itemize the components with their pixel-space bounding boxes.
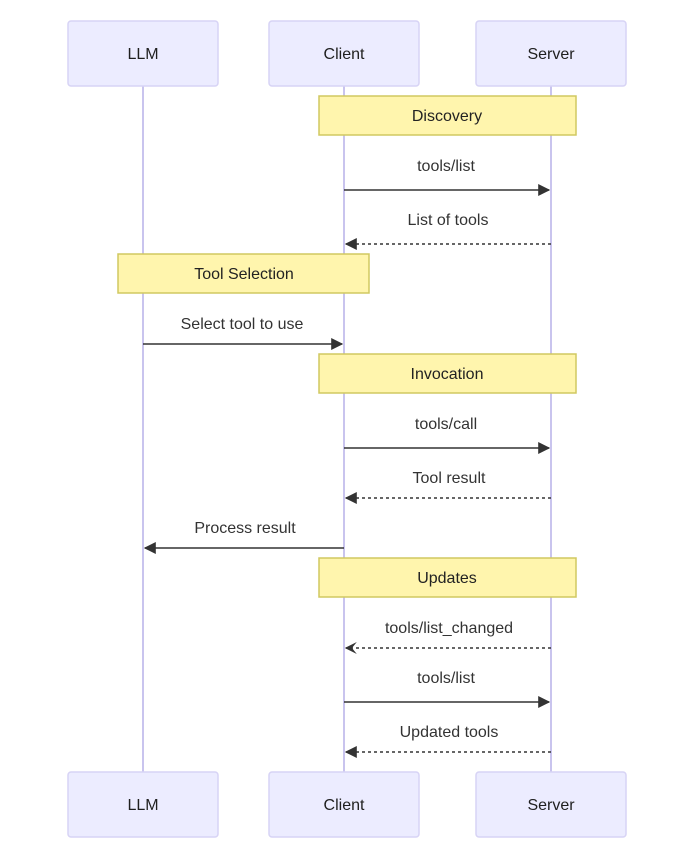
actor-server-bottom: Server <box>475 771 627 838</box>
message-list-changed-label: tools/list_changed <box>385 620 513 637</box>
message-tools-list-2-label: tools/list <box>417 670 475 687</box>
message-tool-result-label: Tool result <box>413 470 486 487</box>
actor-llm-bottom: LLM <box>67 771 219 838</box>
actor-client-bottom-label: Client <box>324 797 365 814</box>
message-select-tool-label: Select tool to use <box>181 316 304 333</box>
note-discovery-label: Discovery <box>412 108 482 125</box>
note-invocation-label: Invocation <box>411 366 484 383</box>
actor-server-bottom-label: Server <box>527 797 575 814</box>
note-tool-selection-label: Tool Selection <box>194 266 294 283</box>
note-updates: Updates <box>318 557 577 598</box>
message-updated-tools-label: Updated tools <box>400 724 499 741</box>
actor-client-label: Client <box>324 46 365 63</box>
note-invocation: Invocation <box>318 353 577 394</box>
message-tools-call-label: tools/call <box>415 416 477 433</box>
message-list-of-tools-label: List of tools <box>408 212 489 229</box>
actor-client-bottom: Client <box>268 771 420 838</box>
actor-server-top: Server <box>475 20 627 87</box>
message-process-result-label: Process result <box>194 520 296 537</box>
note-tool-selection: Tool Selection <box>117 253 370 294</box>
actor-llm-top: LLM <box>67 20 219 87</box>
actor-client-top: Client <box>268 20 420 87</box>
actor-server-label: Server <box>527 46 575 63</box>
actor-llm-label: LLM <box>127 46 158 63</box>
note-discovery: Discovery <box>318 95 577 136</box>
message-tools-list-label: tools/list <box>417 158 475 175</box>
note-updates-label: Updates <box>417 570 477 587</box>
actor-llm-bottom-label: LLM <box>127 797 158 814</box>
